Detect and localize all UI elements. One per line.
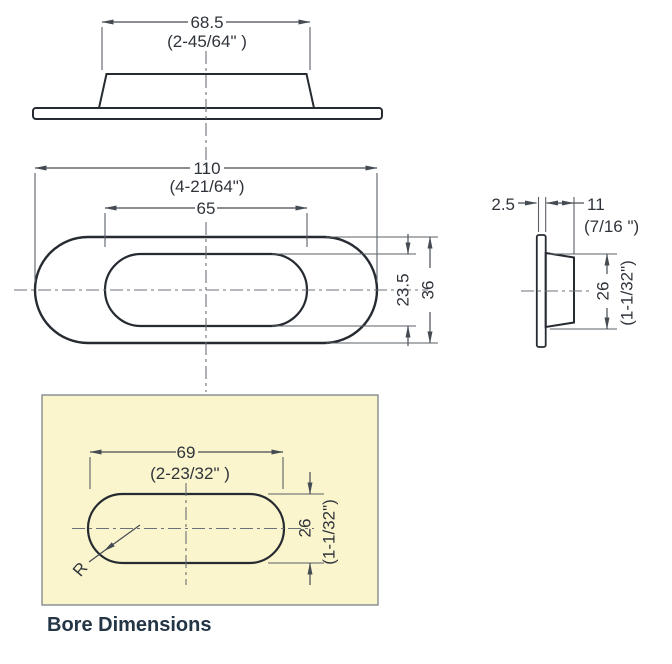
front-width-mm-label: 68.5 xyxy=(190,13,223,32)
side-body-profile xyxy=(544,251,575,329)
bore-width-inch-label: (2-23/32" ) xyxy=(150,464,230,483)
front-flange-profile xyxy=(32,107,383,120)
plan-recess-width-mm-label: 65 xyxy=(197,199,216,218)
plan-overall-height-mm-label: 36 xyxy=(418,281,437,300)
plan-overall-width-mm-label: 110 xyxy=(193,159,220,178)
bore-height-inch-label: (1-1/32") xyxy=(319,499,338,565)
front-width-inch-label: (2-45/64" ) xyxy=(167,32,247,51)
side-recess-height-inch-label: (1-1/32") xyxy=(617,260,636,326)
bore-height-mm-label: 26 xyxy=(295,519,314,538)
leader-tail-bore-radius xyxy=(88,550,105,563)
bore-panel-background xyxy=(41,394,379,606)
plan-view: 110 (4-21/64") 65 23.5 36 xyxy=(14,159,438,392)
side-recess-height-mm-label: 26 xyxy=(593,282,612,301)
plan-overall-width-inch-label: (4-21/64") xyxy=(169,177,244,196)
leader-line-bore-radius xyxy=(103,524,141,552)
side-depth-mm-label: 11 xyxy=(587,195,605,214)
side-flange-thickness-label: 2.5 xyxy=(491,195,515,214)
front-view: 68.5 (2-45/64" ) xyxy=(32,13,383,173)
side-view: 2.5 11 (7/16 ") 26 (1-1/32") xyxy=(491,195,639,348)
plan-recess-height-mm-label: 23.5 xyxy=(393,273,412,306)
bore-panel: 69 (2-23/32" ) 26 (1-1/32") R Bore Dimen… xyxy=(41,394,379,636)
side-depth-inch-label: (7/16 ") xyxy=(584,217,639,236)
bore-width-mm-label: 69 xyxy=(177,443,196,462)
bore-caption: Bore Dimensions xyxy=(47,614,211,636)
